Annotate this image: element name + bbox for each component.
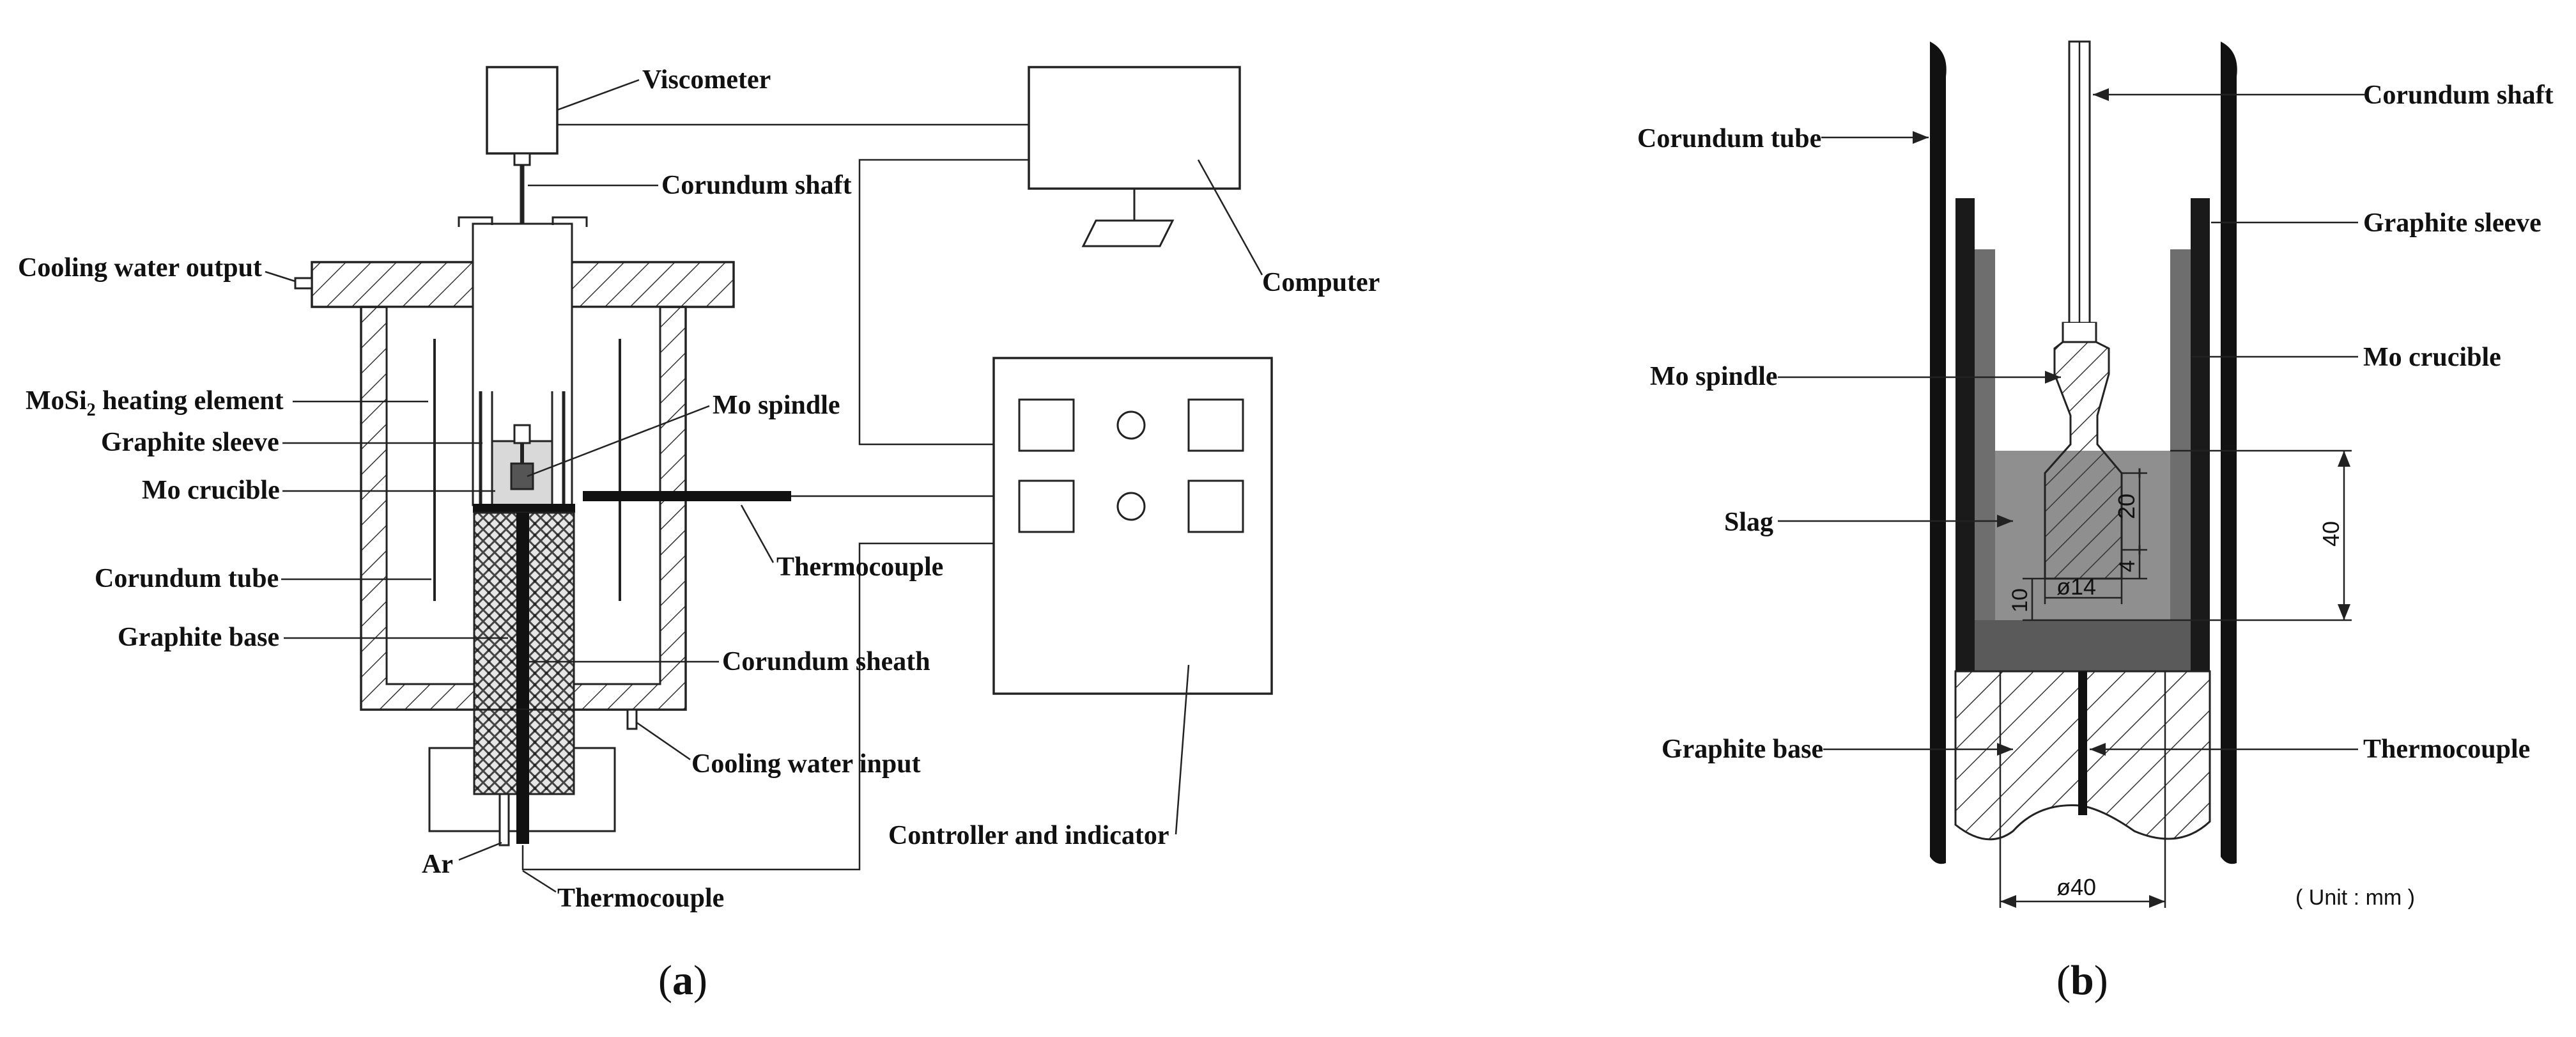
label-graphite-sleeve-a: Graphite sleeve xyxy=(101,428,279,457)
tube-flange-left xyxy=(458,216,493,227)
leader-computer xyxy=(1197,159,1263,276)
controller-knob-1 xyxy=(1116,410,1146,440)
wire-computer-controller xyxy=(858,159,1029,446)
thermocouple-horizontal xyxy=(583,491,791,501)
leader-spindle xyxy=(527,405,710,478)
label-thermocouple-bottom: Thermocouple xyxy=(557,884,724,913)
panel-label-a: (a) xyxy=(658,957,707,1004)
graphite-sleeve-right xyxy=(2191,198,2210,671)
label-b-thermocouple: Thermocouple xyxy=(2363,735,2530,764)
graphite-sleeve-a xyxy=(479,391,566,505)
panel-b: 20 4 ø14 10 40 ø40 ( Unit : mm ) Corundu… xyxy=(1637,40,2554,1004)
leader-thermo-bottom xyxy=(522,869,557,893)
wire-bottom-thermocouple xyxy=(521,542,994,871)
controller-display-2 xyxy=(1187,398,1244,452)
label-b-graphite-sleeve: Graphite sleeve xyxy=(2363,208,2541,238)
panel-b-open: ( xyxy=(2056,957,2071,1004)
dim-10-text: 10 xyxy=(2008,588,2032,612)
panel-a-letter: a xyxy=(672,957,693,1004)
label-corundum-tube-a: Corundum tube xyxy=(95,564,279,593)
cooling-output-nozzle xyxy=(294,277,313,290)
controller-display-3 xyxy=(1018,480,1075,533)
crucible-base-plate xyxy=(473,504,575,513)
panel-b-close: ) xyxy=(2094,957,2108,1004)
dim-20-text: 20 xyxy=(2113,494,2140,519)
label-heating-element: MoSi2 heating element xyxy=(26,386,284,420)
leader-cooling-in xyxy=(636,721,691,761)
label-mo-spindle-a: Mo spindle xyxy=(713,391,840,420)
label-corundum-sheath: Corundum sheath xyxy=(722,647,930,676)
controller-knob-2 xyxy=(1116,492,1146,521)
label-cooling-water-output: Cooling water output xyxy=(18,253,262,283)
panel-b-letter: b xyxy=(2071,957,2094,1004)
viscometer-box xyxy=(486,66,559,155)
mo-crucible-wall-right xyxy=(2170,249,2191,671)
label-cooling-water-input: Cooling water input xyxy=(691,749,921,779)
graphite-sleeve-left xyxy=(1955,198,1975,671)
panel-a: Viscometer Corundum shaft Computer Cooli… xyxy=(18,65,1380,1004)
dim-4-text: 4 xyxy=(2115,560,2140,572)
spindle-top-cap xyxy=(2062,323,2097,343)
unit-note: ( Unit : mm ) xyxy=(2295,885,2415,910)
cooling-input-nozzle xyxy=(626,708,638,730)
label-thermocouple-right: Thermocouple xyxy=(776,552,943,582)
label-computer: Computer xyxy=(1262,268,1380,297)
corundum-tube-left xyxy=(1930,42,1947,864)
spindle-coupling xyxy=(513,424,531,444)
sheath-lower xyxy=(516,710,529,844)
label-b-corundum-tube: Corundum tube xyxy=(1637,124,1821,153)
panel-a-close: ) xyxy=(693,957,707,1004)
label-b-mo-spindle: Mo spindle xyxy=(1650,362,1778,391)
dim-14-text: ø14 xyxy=(2056,573,2096,600)
mo-crucible-bottom xyxy=(1975,620,2191,671)
computer-keyboard xyxy=(1081,219,1175,247)
leader-viscometer xyxy=(557,79,640,111)
dim-40-vert-text: 40 xyxy=(2318,521,2344,547)
label-heating-pre: MoSi xyxy=(26,386,87,416)
computer-box xyxy=(1028,66,1241,190)
label-b-mo-crucible: Mo crucible xyxy=(2363,343,2501,372)
leader-controller xyxy=(1175,664,1190,835)
label-viscometer: Viscometer xyxy=(642,65,771,95)
controller-display-1 xyxy=(1018,398,1075,452)
corundum-tube-right xyxy=(2221,42,2237,864)
label-b-graphite-base: Graphite base xyxy=(1662,735,1823,764)
viscometer-coupling xyxy=(513,152,531,166)
mo-spindle-a xyxy=(510,462,534,490)
label-b-corundum-shaft: Corundum shaft xyxy=(2363,81,2554,110)
ar-pipe xyxy=(498,793,510,846)
label-graphite-base-a: Graphite base xyxy=(118,623,279,652)
label-ar: Ar xyxy=(422,850,453,879)
dim-d40-text: ø40 xyxy=(2056,874,2096,900)
label-corundum-shaft-a: Corundum shaft xyxy=(661,171,852,200)
controller-display-4 xyxy=(1187,480,1244,533)
tube-flange-right xyxy=(551,216,588,227)
label-controller-indicator: Controller and indicator xyxy=(888,821,1169,850)
label-heating-sub: 2 xyxy=(87,400,96,420)
mo-crucible-wall-left xyxy=(1975,249,1995,671)
label-b-slag: Slag xyxy=(1724,508,1773,537)
panel-a-open: ( xyxy=(658,957,672,1004)
leader-ar xyxy=(458,841,502,861)
leader-thermo-right xyxy=(740,504,775,563)
leader-cooling-out xyxy=(265,270,296,283)
label-mo-crucible-a: Mo crucible xyxy=(142,476,280,505)
panel-label-b: (b) xyxy=(2056,957,2108,1004)
label-heating-post: heating element xyxy=(96,386,284,416)
thermocouple-b xyxy=(2078,671,2087,815)
